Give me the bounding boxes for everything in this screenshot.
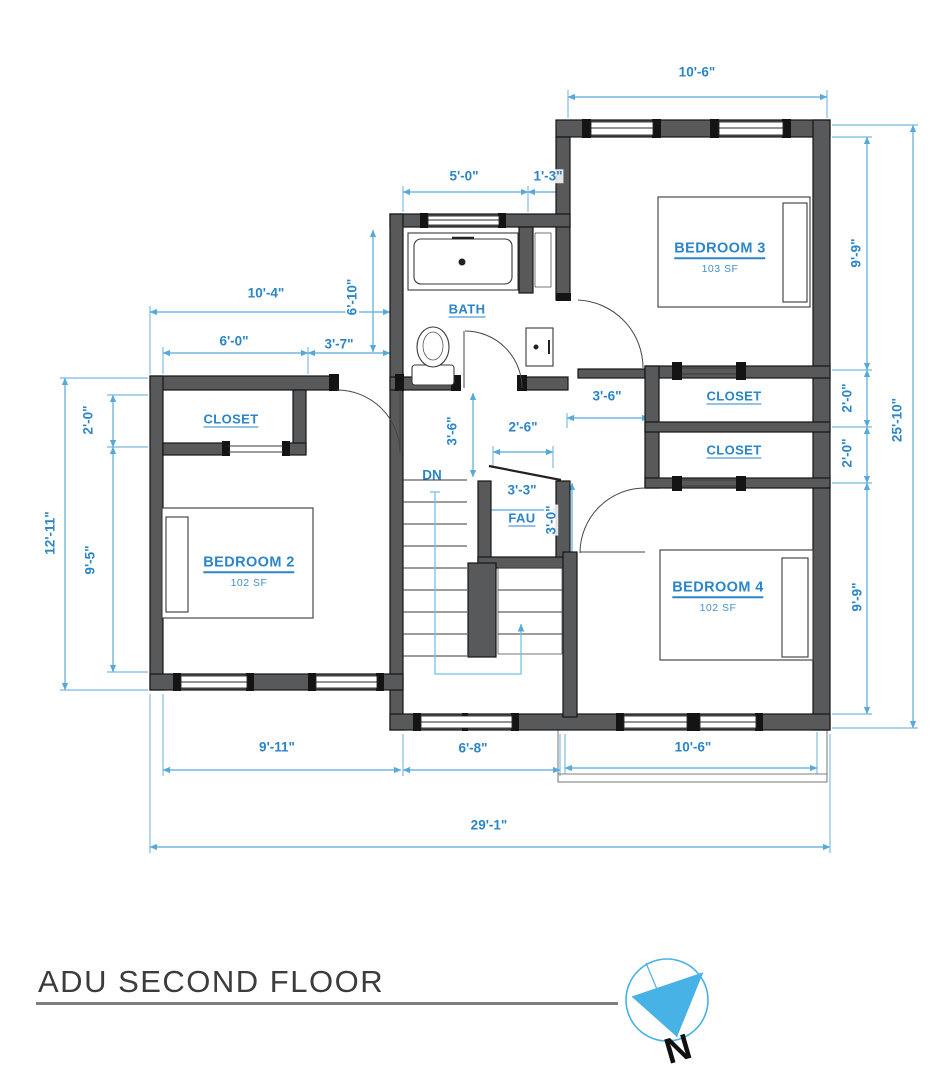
plan-title: ADU SECOND FLOOR bbox=[38, 964, 385, 999]
doors bbox=[336, 299, 646, 554]
stair-route bbox=[430, 491, 525, 675]
dim-closet-lower-right-depth: 2'-0" bbox=[839, 437, 855, 469]
bathtub bbox=[407, 232, 519, 291]
dim-stair-hall-width: 3'-6" bbox=[444, 415, 460, 447]
bed-bedroom4 bbox=[659, 549, 814, 661]
dim-stairwell-width-bottom: 6'-8" bbox=[457, 740, 489, 756]
toilet bbox=[411, 326, 455, 386]
dim-left-wing-height: 6'-10" bbox=[344, 277, 360, 317]
room-label-bedroom2: BEDROOM 2 bbox=[203, 555, 295, 573]
dim-upper-left-width: 10'-4" bbox=[246, 285, 286, 301]
room-label-closet-upper-right: CLOSET bbox=[706, 388, 762, 405]
jamb-blocks bbox=[173, 119, 791, 731]
dim-fau-width: 3'-3" bbox=[506, 482, 538, 498]
dim-bedroom2-width-bottom: 9'-11" bbox=[258, 739, 296, 755]
dim-fau-depth: 3'-0" bbox=[543, 504, 559, 536]
windows bbox=[180, 121, 784, 729]
dim-bedroom4-width-bottom: 10'-6" bbox=[673, 739, 713, 755]
dim-bedroom2-depth: 9'-5" bbox=[82, 544, 98, 576]
room-label-bedroom4: BEDROOM 4 bbox=[672, 580, 764, 598]
dimension-lines bbox=[61, 93, 917, 851]
dim-hall-west-width: 3'-7" bbox=[323, 336, 355, 352]
closet-openings bbox=[228, 367, 736, 487]
bed-bedroom2 bbox=[161, 507, 314, 619]
dim-west-wall-height: 12'-11" bbox=[42, 510, 58, 556]
title-rule bbox=[36, 1002, 618, 1005]
dim-overall-width: 29'-1" bbox=[469, 817, 509, 833]
dim-hall-east-width: 3'-6" bbox=[591, 388, 623, 404]
room-area-bedroom4: 102 SF bbox=[699, 601, 737, 614]
room-area-bedroom3: 103 SF bbox=[701, 262, 739, 275]
balcony bbox=[557, 729, 828, 783]
dim-closet-left-width: 6'-0" bbox=[218, 333, 250, 349]
linen-shelves bbox=[534, 232, 552, 288]
dim-fau-door-width: 2'-6" bbox=[507, 419, 539, 435]
bath-sink bbox=[525, 327, 554, 367]
room-label-bedroom3: BEDROOM 3 bbox=[674, 241, 766, 259]
room-label-closet-left: CLOSET bbox=[203, 411, 259, 428]
dim-closet-upper-right-depth: 2'-0" bbox=[839, 382, 855, 414]
room-label-bath: BATH bbox=[448, 301, 486, 318]
dim-east-wall-height: 25'-10" bbox=[889, 396, 905, 444]
room-label-closet-lower-right: CLOSET bbox=[706, 442, 762, 459]
north-arrow-icon bbox=[625, 958, 709, 1042]
stairs-down-label: DN bbox=[422, 467, 442, 483]
dim-bedroom3-depth: 9'-9" bbox=[848, 237, 864, 269]
dim-closet-left-depth: 2'-0" bbox=[80, 404, 96, 436]
room-area-bedroom2: 102 SF bbox=[230, 576, 268, 589]
dim-bath-nook-width: 1'-3" bbox=[532, 168, 564, 184]
dim-bath-width: 5'-0" bbox=[448, 168, 480, 184]
room-label-fau: FAU bbox=[508, 510, 536, 527]
dim-bedroom4-depth: 9'-9" bbox=[849, 581, 865, 613]
dim-bedroom3-width-top: 10'-6" bbox=[677, 64, 717, 80]
bed-bedroom3 bbox=[657, 196, 811, 308]
